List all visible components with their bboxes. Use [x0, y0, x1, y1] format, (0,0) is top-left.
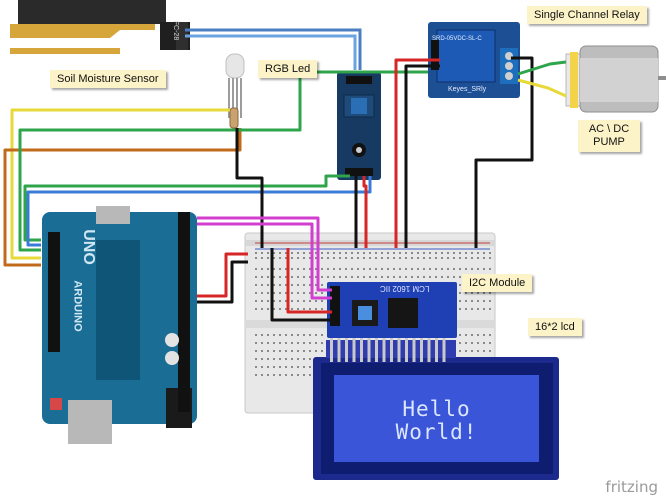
fritzing-watermark: fritzing [605, 478, 658, 496]
arduino-model-text: ARDUINO [71, 280, 84, 332]
pump-motor [565, 45, 666, 113]
label-pump-line2: PUMP [593, 136, 625, 148]
label-i2c-module: I2C Module [462, 274, 533, 292]
lcd-line-2: World! [395, 420, 478, 444]
i2c-backpack [327, 282, 457, 338]
sensor-cable [185, 28, 362, 70]
sensor-module [337, 72, 381, 180]
label-pump: AC \ DC PUMP [578, 120, 640, 152]
arduino-uno-board [42, 206, 197, 444]
lcd-line-1: Hello [402, 397, 471, 421]
sensor-chip-text: FC-28 [172, 20, 180, 41]
wires [3, 56, 567, 322]
rgb-led [225, 53, 245, 129]
lcd-header-pins [330, 338, 446, 362]
i2c-chip-text: LCM 1602 IIC [380, 284, 430, 293]
label-lcd: 16*2 lcd [528, 318, 582, 336]
arduino-brand-text: UNO [79, 229, 97, 265]
label-soil-moisture-sensor: Soil Moisture Sensor [50, 70, 166, 88]
relay-chip-text: SRD-05VDC-SL-C [432, 36, 482, 42]
label-rgb-led: RGB Led [258, 60, 318, 78]
soil-moisture-probe [10, 0, 190, 54]
label-single-channel-relay: Single Channel Relay [527, 6, 647, 24]
relay-brand-text: Keyes_SRly [448, 86, 487, 93]
label-pump-line1: AC \ DC [588, 123, 630, 135]
lcd-16x2 [313, 338, 559, 480]
